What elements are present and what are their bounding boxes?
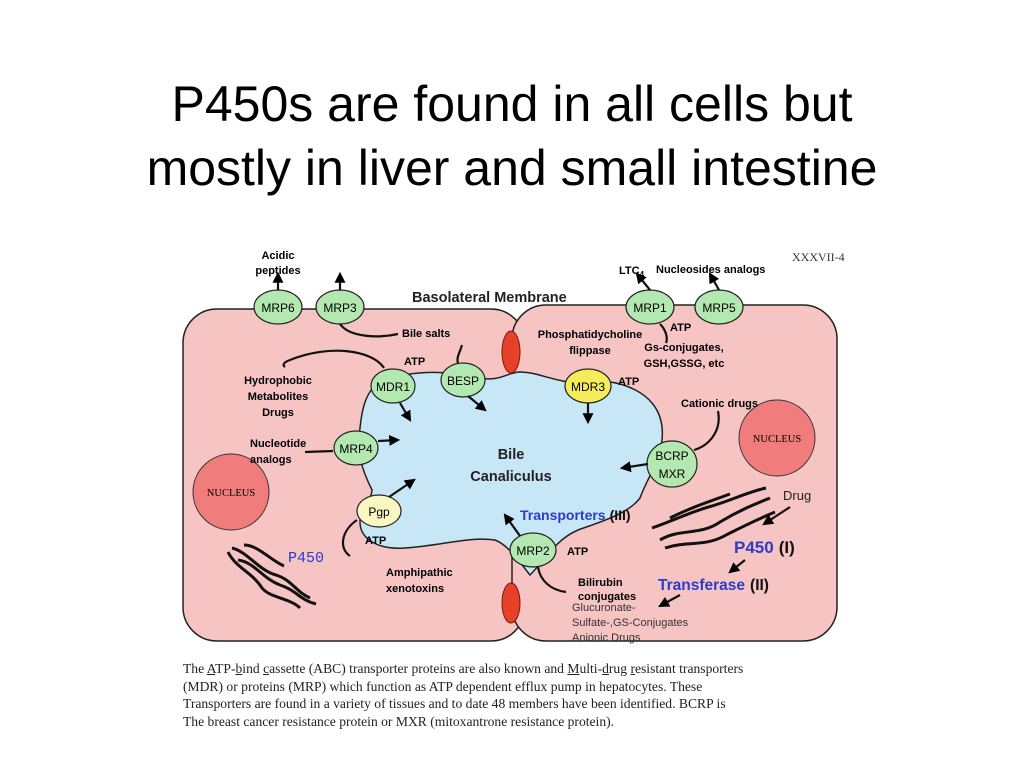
- besp-efflux-arrow: [467, 395, 487, 412]
- mxr-label: MXR: [659, 467, 686, 481]
- caption-line-3: Transporters are found in a variety of t…: [183, 696, 726, 711]
- amphipathic-label-1: Amphipathic: [386, 567, 453, 579]
- bile-salts-label: Bile salts: [402, 328, 450, 340]
- nucleotide-mrp4-path: [304, 449, 334, 454]
- mrp3-label: MRP3: [323, 301, 357, 315]
- atp-pgp-label: ATP: [365, 535, 386, 547]
- nucleus-right-label: NUCLEUS: [753, 434, 802, 445]
- basolateral-membrane-label: Basolateral Membrane: [412, 290, 567, 306]
- canaliculus-label-1: Bile: [498, 447, 525, 463]
- mrp6-label: MRP6: [261, 301, 295, 315]
- mrp1-label: MRP1: [633, 301, 667, 315]
- figure-code: XXXVII-4: [792, 250, 845, 264]
- hydrophobic-label-2: Metabolites: [248, 391, 309, 403]
- canaliculus-label-2: Canaliculus: [470, 469, 551, 485]
- ltc4-label: LTC4: [619, 265, 645, 279]
- nucleotide-analogs-label-2: analogs: [250, 454, 292, 466]
- figure-caption: The ATP-bind cassette (ABC) transporter …: [183, 660, 863, 730]
- phosphatidylcholine-label-1: Phosphatidycholine: [538, 329, 643, 341]
- atp-mdr3-label: ATP: [618, 376, 639, 388]
- mdr1-label: MDR1: [376, 380, 410, 394]
- nucleosides-analogs-label: Nucleosides analogs: [656, 264, 765, 276]
- atp-mrp1-label: ATP: [670, 322, 691, 334]
- mrp4-label: MRP4: [339, 442, 373, 456]
- bcrp-label: BCRP: [655, 449, 688, 463]
- mrp4-transporter: [333, 430, 379, 466]
- acidic-peptides-label-1: Acidic: [261, 250, 294, 262]
- p450-phase-label: P450(I): [734, 538, 795, 557]
- tight-junction-bottom: [501, 582, 521, 624]
- mrp2-label: MRP2: [516, 544, 550, 558]
- pgp-label: Pgp: [368, 505, 390, 519]
- transferase-phase-label: Transferase(II): [658, 577, 769, 594]
- atp-mrp2-label: ATP: [567, 546, 588, 558]
- nucleotide-analogs-label-1: Nucleotide: [250, 438, 306, 450]
- besp-transporter: [440, 362, 486, 398]
- acidic-peptides-label-2: peptides: [255, 265, 300, 277]
- transporters-phase-label: Transporters(III): [520, 507, 631, 523]
- mrp1-efflux-arrow: [635, 272, 651, 291]
- phosphatidylcholine-label-2: flippase: [569, 345, 611, 357]
- mrp3-bile-salts-path: [339, 323, 399, 338]
- transferase-conjugate-arrow: [658, 594, 681, 608]
- cationic-drugs-label: Cationic drugs: [681, 398, 758, 410]
- mrp5-label: MRP5: [702, 301, 736, 315]
- caption-line-4: The breast cancer resistance protein or …: [183, 713, 615, 729]
- atp-mdr1-label: ATP: [404, 356, 425, 368]
- mdr1-efflux-arrow: [399, 402, 412, 422]
- glucuronate-label-2: Sulfate-,GS-Conjugates: [572, 617, 689, 629]
- slide-title: P450s are found in all cells but mostly …: [0, 72, 1024, 200]
- mrp5-efflux-arrow: [708, 272, 720, 291]
- mdr1-transporter: [370, 368, 416, 404]
- title-line-1: P450s are found in all cells but: [171, 76, 853, 132]
- caption-line-1: The ATP-bind cassette (ABC) transporter …: [183, 661, 744, 676]
- mdr1-substrate-path: [282, 349, 385, 369]
- bile-salts-besp-path: [456, 344, 464, 364]
- p450-small-label: P450: [288, 550, 324, 567]
- pgp-efflux-arrow: [388, 478, 416, 498]
- glucuronate-label-1: Glucuronate-: [572, 602, 636, 614]
- pgp-transporter: [356, 494, 402, 528]
- bcrp-efflux-arrow: [619, 461, 649, 473]
- mdr3-label: MDR3: [571, 380, 605, 394]
- bilirubin-label-1: Bilirubin: [578, 577, 623, 589]
- mrp2-efflux-arrow: [503, 513, 521, 537]
- mrp1-gs-path: [659, 323, 668, 344]
- nucleus-left-label: NUCLEUS: [207, 488, 256, 499]
- mrp4-efflux-arrow: [377, 434, 401, 446]
- tight-junction-top: [501, 330, 521, 374]
- cationic-bcrp-path: [693, 410, 720, 452]
- gs-conjugates-label-2: GSH,GSSG, etc: [644, 358, 725, 370]
- hydrophobic-label-3: Drugs: [262, 407, 294, 419]
- caption-line-2: (MDR) or proteins (MRP) which function a…: [183, 678, 703, 694]
- p450-squiggle-left: [226, 543, 317, 610]
- hydrophobic-label-1: Hydrophobic: [244, 375, 312, 387]
- bilirubin-mrp2-path: [536, 566, 567, 594]
- glucuronate-label-3: Anionic Drugs: [572, 632, 641, 644]
- p450-squiggle-right: [651, 486, 776, 550]
- mrp2-transporter: [509, 532, 557, 568]
- p450-transferase-arrow: [728, 559, 746, 574]
- drug-label: Drug: [783, 488, 811, 503]
- amphipathic-label-2: xenotoxins: [386, 583, 444, 595]
- title-line-2: mostly in liver and small intestine: [146, 140, 878, 196]
- nucleus-right: [738, 399, 816, 477]
- gs-conjugates-label-1: Gs-conjugates,: [644, 342, 723, 354]
- nucleus-left: [192, 453, 270, 531]
- bilirubin-label-2: conjugates: [578, 591, 636, 603]
- drug-p450-arrow: [762, 506, 791, 526]
- besp-label: BESP: [447, 374, 479, 388]
- amphipathic-pgp-path: [341, 519, 358, 557]
